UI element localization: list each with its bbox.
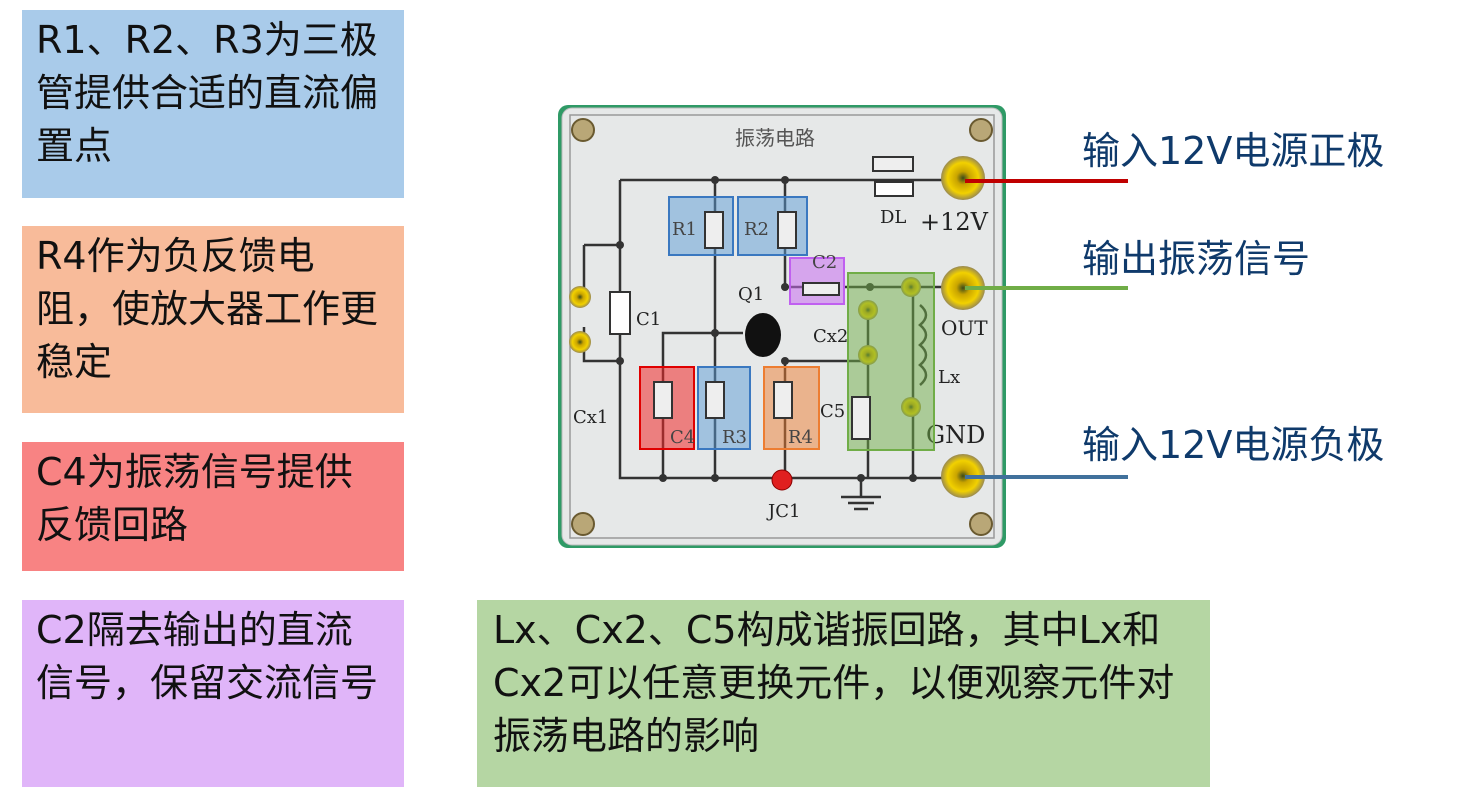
cx1-jack-top — [569, 286, 591, 308]
v12-label: +12V — [920, 208, 989, 236]
cx1-label: Cx1 — [573, 407, 608, 428]
c5-label: C5 — [820, 401, 845, 422]
c2-label: C2 — [812, 252, 837, 273]
c4-label: C4 — [670, 427, 695, 448]
output-jack[interactable] — [941, 266, 985, 310]
power-negative-pointer — [965, 475, 1128, 479]
r2-label: R2 — [744, 219, 769, 240]
transistor-q1 — [745, 313, 781, 357]
bias-resistors-note: R1、R2、R3为三极管提供合适的直流偏置点 — [22, 10, 404, 198]
gnd-label: GND — [926, 421, 985, 449]
lx-label: Lx — [938, 367, 960, 388]
power-positive-jack[interactable] — [941, 156, 985, 200]
power-positive-pointer — [965, 179, 1128, 183]
cx2-label: Cx2 — [813, 326, 848, 347]
cx1-jack-bottom — [569, 331, 591, 353]
output-signal-label: 输出振荡信号 — [1082, 237, 1311, 281]
power-positive-label: 输入12V电源正极 — [1082, 129, 1385, 173]
c2-highlight — [789, 257, 845, 305]
q1-label: Q1 — [738, 284, 764, 305]
ground-jack[interactable] — [941, 454, 985, 498]
resonant-circuit-note: Lx、Cx2、C5构成谐振回路，其中Lx和Cx2可以任意更换元件，以便观察元件对… — [477, 600, 1210, 787]
r1-label: R1 — [672, 219, 697, 240]
jc1-test-point[interactable] — [771, 469, 793, 491]
screw-icons — [571, 118, 993, 536]
r3-label: R3 — [722, 427, 747, 448]
feedback-resistor-note: R4作为负反馈电阻，使放大器工作更稳定 — [22, 226, 404, 413]
oscillator-circuit-board: 振荡电路 Q1 C1 Cx1 DL +12V OUT GND JC1 Cx2 L… — [558, 105, 1006, 548]
dl-label: DL — [880, 207, 906, 228]
r4-label: R4 — [788, 427, 813, 448]
jc1-label: JC1 — [766, 501, 800, 522]
power-negative-label: 输入12V电源负极 — [1082, 423, 1385, 467]
board-title: 振荡电路 — [735, 126, 815, 150]
feedback-capacitor-note: C4为振荡信号提供反馈回路 — [22, 442, 404, 571]
c1-label: C1 — [636, 309, 661, 330]
output-pointer — [965, 286, 1128, 290]
coupling-capacitor-note: C2隔去输出的直流信号，保留交流信号 — [22, 600, 404, 787]
out-label: OUT — [941, 316, 988, 340]
